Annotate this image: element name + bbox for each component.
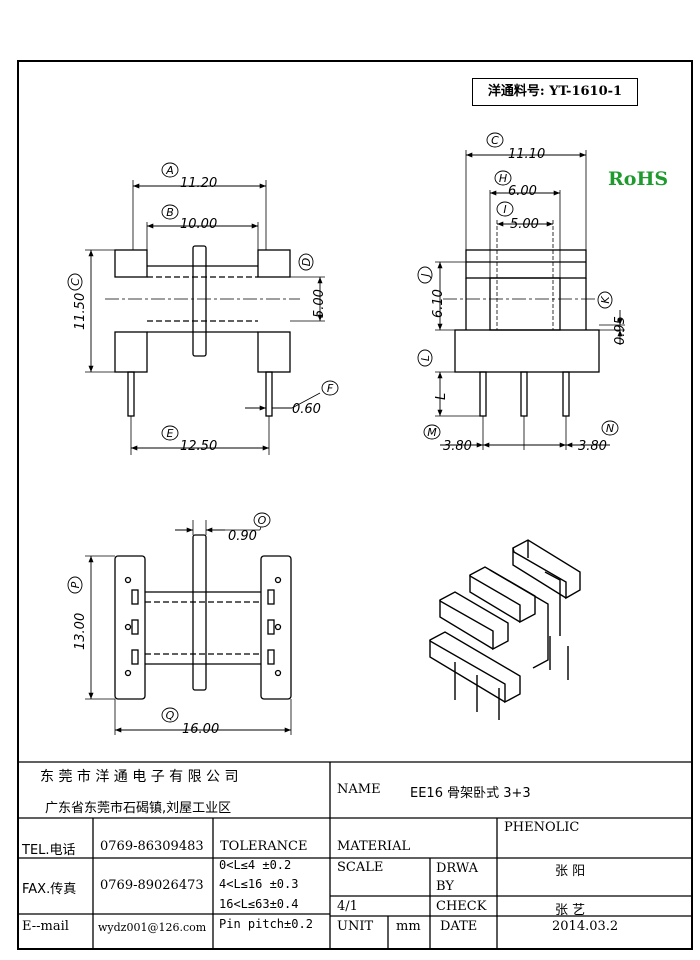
drawing-sheet	[17, 60, 693, 950]
label-Q: Q	[166, 709, 175, 722]
label-J: J	[419, 273, 432, 278]
front-view	[85, 180, 325, 455]
part-number-box: 洋通料号: YT-1610-1	[472, 78, 638, 106]
unit-value: mm	[396, 919, 421, 934]
dim-L-value: L	[434, 393, 449, 400]
label-side-C: C	[491, 134, 499, 147]
label-E: E	[167, 427, 174, 440]
label-M: M	[427, 426, 437, 439]
label-K: K	[599, 296, 612, 304]
dim-C-value: 11.50	[73, 293, 88, 330]
date-value: 2014.03.2	[552, 919, 619, 934]
label-P: P	[69, 581, 82, 588]
dim-O-value: 0.90	[228, 529, 257, 544]
name-label: NAME	[337, 782, 381, 797]
dim-D-value: 5.00	[312, 289, 327, 318]
label-F: F	[327, 382, 334, 395]
name-value: EE16 骨架卧式 3+3	[410, 786, 531, 801]
label-I: I	[503, 203, 506, 216]
label-D: D	[300, 258, 313, 266]
label-O: O	[258, 514, 267, 527]
bottom-view	[85, 520, 292, 735]
side-view	[435, 150, 625, 450]
dim-P-value: 13.00	[73, 613, 88, 650]
unit-label: UNIT	[337, 919, 374, 934]
tolerance-line-4: Pin pitch±0.2	[219, 917, 313, 931]
dim-K-value: 0.95	[613, 316, 628, 345]
dim-H-value: 6.00	[508, 184, 537, 199]
label-L: L	[419, 355, 432, 361]
label-H: H	[499, 172, 507, 185]
material-value: PHENOLIC	[504, 820, 580, 835]
date-label: DATE	[440, 919, 478, 934]
scale-label: SCALE	[337, 860, 384, 875]
dim-I-value: 5.00	[510, 217, 539, 232]
title-block	[17, 761, 693, 950]
label-B: B	[166, 206, 174, 219]
tel-value: 0769-86309483	[100, 839, 204, 854]
label-N: N	[606, 422, 614, 435]
company-address: 广东省东莞市石碣镇,刘屋工业区	[45, 801, 232, 816]
label-A: A	[165, 164, 174, 177]
material-label: MATERIAL	[337, 839, 411, 854]
email-label: E--mail	[22, 919, 69, 934]
scale-value: 4/1	[337, 899, 358, 914]
rohs-mark: RoHS	[608, 168, 669, 190]
dim-Q-value: 16.00	[182, 722, 219, 737]
tel-label: TEL.电话	[22, 843, 76, 858]
fax-label: FAX.传真	[22, 882, 77, 897]
dim-M-value: 3.80	[443, 439, 472, 454]
tolerance-line-3: 16<L≤63±0.4	[219, 897, 299, 911]
drawn-by-label: DRWA BY	[436, 861, 479, 894]
dim-J-value: 6.10	[431, 289, 446, 318]
tolerance-label: TOLERANCE	[220, 839, 308, 854]
tolerance-line-1: 0<L≤4 ±0.2	[219, 858, 292, 872]
dim-B-value: 10.00	[180, 217, 217, 232]
check-label: CHECK	[436, 899, 487, 914]
label-C: C	[69, 278, 82, 286]
dim-N-value: 3.80	[578, 439, 607, 454]
tolerance-line-2: 4<L≤16 ±0.3	[219, 877, 299, 891]
dim-A-value: 11.20	[180, 176, 217, 191]
company-name: 东 莞 市 洋 通 电 子 有 限 公 司	[40, 769, 239, 785]
email-value: wydz001@126.com	[98, 921, 207, 934]
check-value: 张 艺	[555, 903, 586, 918]
dim-side-C-value: 11.10	[508, 147, 545, 162]
drawn-by-value: 张 阳	[555, 864, 586, 879]
dim-E-value: 12.50	[180, 439, 217, 454]
fax-value: 0769-89026473	[100, 878, 204, 893]
dim-F-value: 0.60	[292, 402, 321, 417]
isometric-view	[429, 539, 581, 720]
